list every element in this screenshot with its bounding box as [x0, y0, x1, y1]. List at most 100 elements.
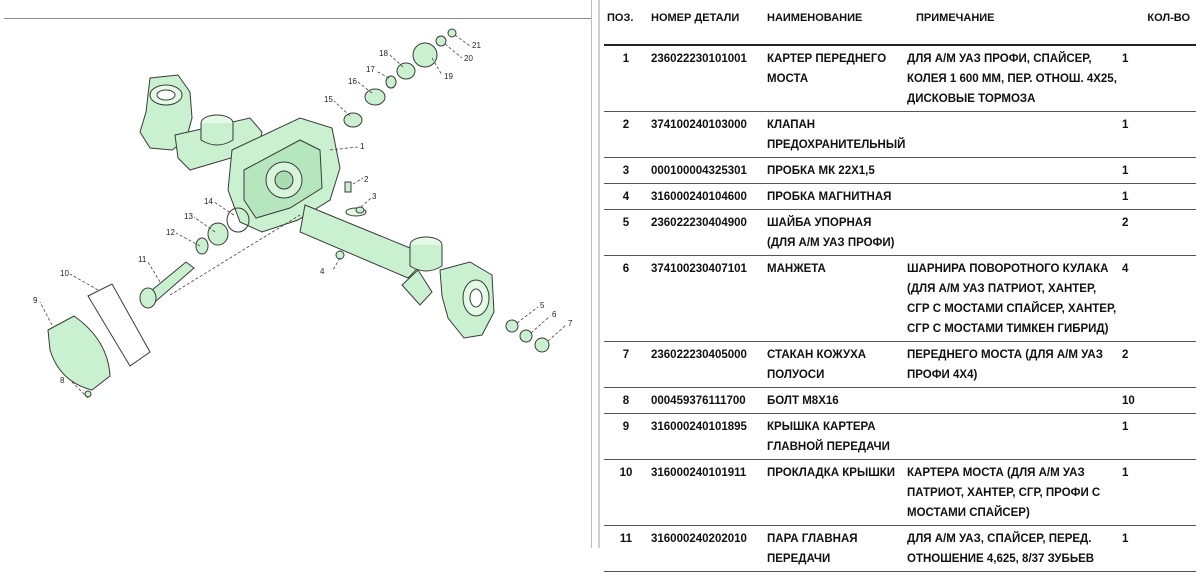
header-qty: КОЛ-ВО	[1120, 0, 1196, 46]
flange-19	[412, 42, 438, 68]
callout-label: 16	[348, 77, 357, 86]
callout-label: 20	[464, 54, 473, 63]
cell-note: ДЛЯ А/М УАЗ ПРОФИ, СПАЙСЕР, КОЛЕЯ 1 600 …	[904, 45, 1120, 112]
nut-21	[447, 28, 457, 38]
table-header-row: ПОЗ. НОМЕР ДЕТАЛИ НАИМЕНОВАНИЕ ПРИМЕЧАНИ…	[604, 0, 1196, 46]
cell-name: ПРОКЛАДКА КРЫШКИ	[764, 459, 904, 526]
cell-qty: 1	[1120, 459, 1196, 526]
cell-name: КЛАПАН ПРЕДОХРАНИТЕЛЬНЫЙ	[764, 111, 905, 158]
cell-qty: 2	[1120, 341, 1196, 388]
magnetic-plug-4	[335, 250, 345, 260]
cell-pos: 5	[604, 209, 648, 256]
cell-name: ПРОБКА МАГНИТНАЯ	[764, 183, 904, 210]
cell-part-number: 236022230404900	[648, 209, 764, 256]
cell-qty: 10	[1120, 387, 1196, 414]
ring-12	[195, 237, 209, 255]
cell-part-number: 316000240101911	[648, 459, 764, 526]
diagram-frame-line	[591, 0, 592, 548]
callout-label: 14	[204, 197, 213, 206]
callout-label: 18	[379, 49, 388, 58]
cell-part-number: 374100240103000	[648, 111, 764, 158]
parts-table-panel: ПОЗ. НОМЕР ДЕТАЛИ НАИМЕНОВАНИЕ ПРИМЕЧАНИ…	[604, 0, 1200, 572]
seal-18	[396, 62, 416, 80]
cell-part-number: 316000240104600	[648, 183, 764, 210]
cell-pos: 1	[604, 45, 648, 112]
cell-note	[904, 413, 1120, 460]
small-parts	[47, 28, 550, 398]
bearing-13	[207, 222, 229, 246]
exploded-diagram-panel: 1 2 3 4 5 6 7 8 9 10 11 12 13 14 15 16 1…	[0, 0, 598, 548]
leader-lines	[39, 34, 567, 399]
cell-part-number: 236022230405000	[648, 341, 764, 388]
ring-14	[226, 207, 250, 233]
cell-part-number: 374100230407101	[648, 255, 764, 342]
cell-note: ШАРНИРА ПОВОРОТНОГО КУЛАКА (ДЛЯ А/М УАЗ …	[904, 255, 1120, 342]
cell-part-number: 000459376111700	[648, 387, 764, 414]
axle-housing	[139, 74, 495, 339]
callout-label: 1	[360, 142, 365, 151]
cell-qty: 1	[1120, 525, 1196, 572]
callout-label: 9	[33, 296, 38, 305]
front-axle-exploded-view: 1 2 3 4 5 6 7 8 9 10 11 12 13 14 15 16 1…	[33, 28, 573, 399]
cell-pos: 4	[604, 183, 648, 210]
cell-pos: 8	[604, 387, 648, 414]
plug-3	[355, 206, 365, 214]
right-axle-tube	[299, 204, 419, 279]
callout-label: 12	[166, 228, 175, 237]
sleeve-7	[534, 337, 550, 353]
cell-name: СТАКАН КОЖУХА ПОЛУОСИ	[764, 341, 904, 388]
header-pos: ПОЗ.	[604, 0, 648, 46]
cell-pos: 11	[604, 525, 648, 572]
cell-note	[904, 209, 1120, 256]
cell-part-number: 236022230101001	[648, 45, 764, 112]
cell-note	[904, 111, 1120, 158]
gasket-10	[87, 283, 151, 367]
callout-label: 19	[444, 72, 453, 81]
cell-name: ПАРА ГЛАВНАЯ ПЕРЕДАЧИ	[764, 525, 904, 572]
cell-note: ДЛЯ А/М УАЗ, СПАЙСЕР, ПЕРЕД. ОТНОШЕНИЕ 4…	[904, 525, 1120, 572]
callout-label: 3	[372, 192, 377, 201]
cell-note	[904, 387, 1120, 414]
callout-label: 7	[568, 319, 573, 328]
callout-label: 21	[472, 41, 481, 50]
cell-pos: 7	[604, 341, 648, 388]
cell-name: БОЛТ М8Х16	[764, 387, 904, 414]
callout-label: 8	[60, 376, 65, 385]
ring-17	[385, 75, 397, 89]
cell-qty: 1	[1120, 111, 1196, 158]
callout-label: 4	[320, 267, 325, 276]
header-number: НОМЕР ДЕТАЛИ	[648, 0, 764, 46]
cell-name: КАРТЕР ПЕРЕДНЕГО МОСТА	[764, 45, 904, 112]
cell-pos: 3	[604, 157, 648, 184]
cell-pos: 10	[604, 459, 648, 526]
cell-name: МАНЖЕТА	[764, 255, 904, 342]
cell-note	[904, 183, 1120, 210]
callout-label: 11	[138, 255, 147, 264]
diagram-frame-line	[4, 18, 592, 19]
bearing-16	[364, 88, 386, 106]
callout-label: 6	[552, 310, 557, 319]
callout-label: 2	[364, 175, 369, 184]
cell-name: ШАЙБА УПОРНАЯ (ДЛЯ А/М УАЗ ПРОФИ)	[764, 209, 904, 256]
header-note: ПРИМЕЧАНИЕ	[904, 0, 1120, 46]
cell-qty: 1	[1120, 45, 1196, 112]
valve-2	[344, 181, 352, 193]
cell-pos: 9	[604, 413, 648, 460]
callout-label: 13	[184, 212, 193, 221]
parts-table: ПОЗ. НОМЕР ДЕТАЛИ НАИМЕНОВАНИЕ ПРИМЕЧАНИ…	[604, 0, 1196, 572]
cell-part-number: 316000240202010	[648, 525, 764, 572]
cell-name: ПРОБКА МК 22Х1,5	[764, 157, 904, 184]
cover-9	[47, 315, 111, 391]
callout-label: 17	[366, 65, 375, 74]
